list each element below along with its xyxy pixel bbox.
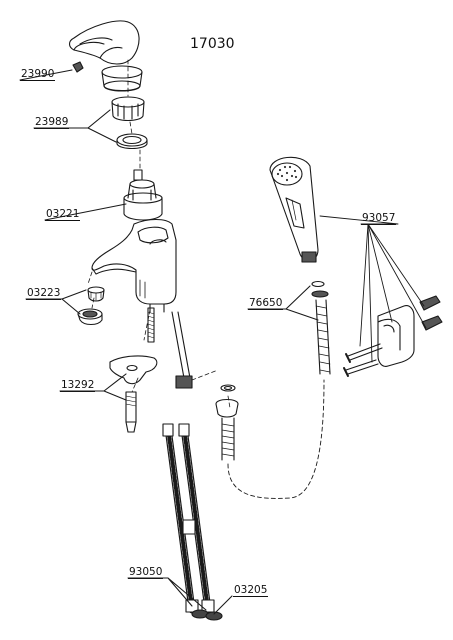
part-label-23990: 23990 — [20, 68, 56, 81]
hose-route — [227, 379, 325, 499]
leader-03221 — [44, 203, 127, 221]
leader-23990 — [19, 69, 73, 81]
seal-ring — [116, 133, 148, 150]
leader-03205 — [213, 595, 233, 615]
leader-23989 — [33, 109, 117, 143]
wall-plugs — [419, 295, 443, 331]
connector-washer — [220, 384, 236, 392]
cartridge-03221 — [123, 169, 163, 221]
wall-screws — [343, 343, 383, 377]
hose-nuts-03205 — [191, 609, 223, 621]
hand-shower — [269, 156, 319, 263]
leader-13292 — [59, 373, 127, 401]
wall-holder-93057 — [377, 305, 415, 367]
shower-hose-connector — [215, 398, 239, 461]
leader-93057 — [319, 215, 427, 363]
fixing-plate-13292 — [109, 355, 158, 385]
cartridge-nut — [111, 96, 145, 122]
part-label-03221: 03221 — [45, 208, 81, 221]
leader-03223 — [25, 289, 87, 315]
threaded-stud — [147, 307, 155, 343]
fixing-bolt — [125, 391, 137, 433]
leader-93050 — [127, 577, 207, 611]
supply-tube — [171, 311, 193, 389]
faucet-body — [91, 218, 177, 313]
part-label-03205: 03205 — [233, 584, 269, 597]
lever-handle — [68, 20, 140, 65]
flexible-hoses-93050 — [162, 423, 215, 614]
decorative-ring — [101, 65, 143, 92]
shower-hose-76650 — [311, 280, 331, 375]
model-number: 17030 — [190, 36, 235, 52]
screw-cap-23990 — [72, 61, 84, 73]
assembly-axes — [87, 59, 231, 409]
leader-76650 — [247, 285, 319, 321]
aerator-03223 — [77, 286, 105, 326]
